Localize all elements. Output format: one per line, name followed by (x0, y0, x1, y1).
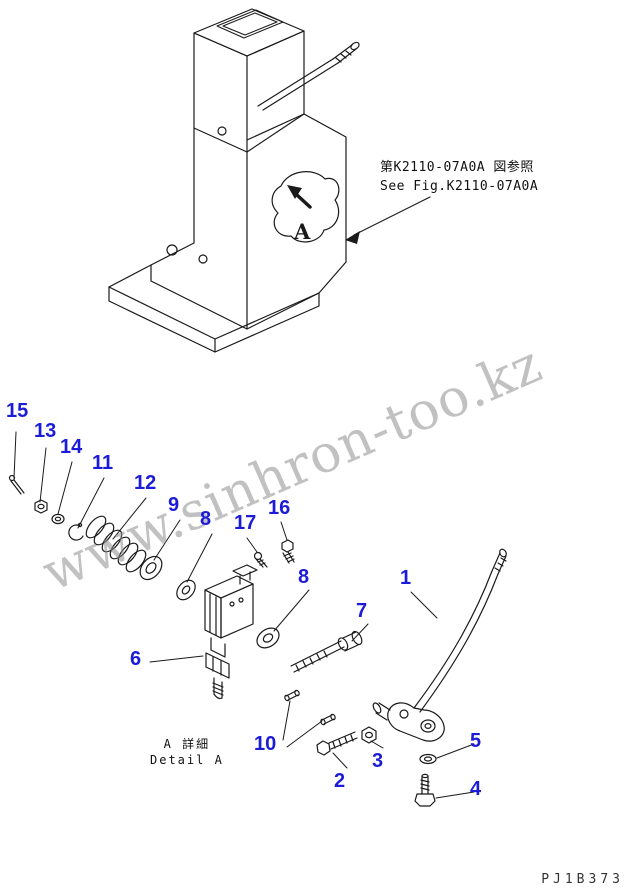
part-14-washer (51, 513, 65, 525)
part-callout-8b: 8 (298, 566, 310, 588)
part-3-nut (361, 726, 377, 744)
part-callout-9: 9 (168, 494, 180, 516)
part-callout-15: 15 (6, 400, 29, 422)
part-1-lever (413, 548, 507, 713)
detail-callout-blob: A (271, 171, 340, 244)
part-callout-5: 5 (470, 730, 482, 752)
part-15-pin (8, 474, 25, 495)
part-callout-3: 3 (372, 750, 384, 772)
part-16-bolt (281, 539, 295, 564)
part-callout-14: 14 (60, 436, 83, 458)
reference-arrowhead-icon (345, 231, 360, 244)
part-6-switch-assembly (204, 564, 258, 700)
exploded-parts-drawing (8, 474, 507, 807)
part-7-bolt (290, 630, 363, 673)
detail-note-jp: A 詳細 (163, 737, 211, 751)
detail-note-en: Detail A (150, 753, 224, 767)
console-assembly-drawing (108, 8, 360, 353)
part-10-pins (284, 689, 336, 726)
part-5-washer (419, 753, 437, 765)
part-17-screw (253, 551, 268, 568)
part-callout-12: 12 (134, 472, 157, 494)
part-callout-7: 7 (356, 600, 368, 622)
part-callout-10: 10 (254, 733, 277, 755)
part-callout-8a: 8 (200, 508, 212, 530)
part-8-washer-b (256, 627, 280, 649)
part-callout-13: 13 (34, 420, 57, 442)
part-callout-17: 17 (234, 512, 257, 534)
reference-note: 第K2110-07A0A 図参照 See Fig.K2110-07A0A (380, 158, 538, 196)
part-2-bolt (316, 731, 358, 756)
part-8-washer-a (176, 579, 196, 601)
part-callout-6: 6 (130, 648, 142, 670)
leader-lines (13, 431, 475, 799)
mounted-lever-drawing (257, 41, 360, 111)
detail-note: A 詳細 Detail A (150, 736, 224, 768)
part-9-retainer (139, 555, 163, 581)
part-4-bolt (414, 773, 436, 807)
view-label-a: A (293, 219, 311, 244)
part-12-spring (85, 515, 147, 573)
part-callout-1: 1 (400, 567, 412, 589)
part-callout-11: 11 (92, 452, 114, 474)
blob-arrow-icon (287, 185, 302, 199)
reference-arrow (345, 196, 431, 244)
reference-note-jp: 第K2110-07A0A 図参照 (380, 160, 534, 175)
drawing-code: PJ1B373 (541, 872, 624, 887)
part-callout-4: 4 (470, 778, 482, 800)
part-callout-16: 16 (268, 497, 291, 519)
part-1-lever-base (372, 702, 445, 742)
part-callout-2: 2 (334, 770, 346, 792)
reference-note-en: See Fig.K2110-07A0A (380, 179, 539, 194)
part-13-nut (34, 499, 48, 514)
